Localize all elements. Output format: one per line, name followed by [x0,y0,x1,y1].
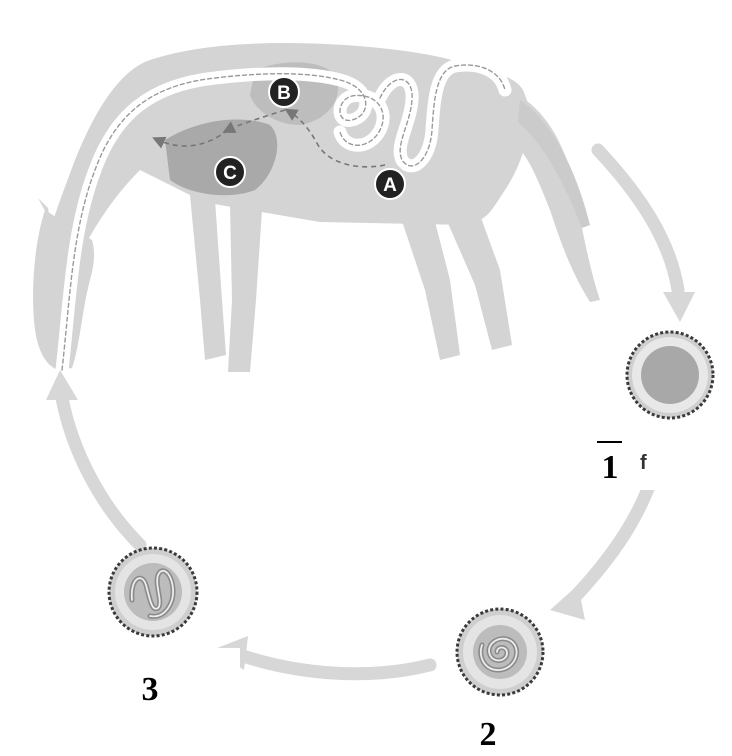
marker-c-label: C [223,163,237,184]
marker-b-label: B [277,83,291,104]
marker-a-label: A [383,175,397,196]
marker-b: B [269,77,299,107]
egg-stage-1 [627,332,713,418]
egg-stage-3 [109,548,197,636]
marker-a: A [375,169,405,199]
egg-stage-2 [457,609,543,695]
stage-2-label: 2 [480,716,497,753]
stage-3-label-box [90,648,240,710]
marker-c: C [215,157,245,187]
stage-3-label: 3 [142,671,159,708]
stage-1-label: 1 [602,449,619,486]
stage-1-mark: f [640,452,647,474]
